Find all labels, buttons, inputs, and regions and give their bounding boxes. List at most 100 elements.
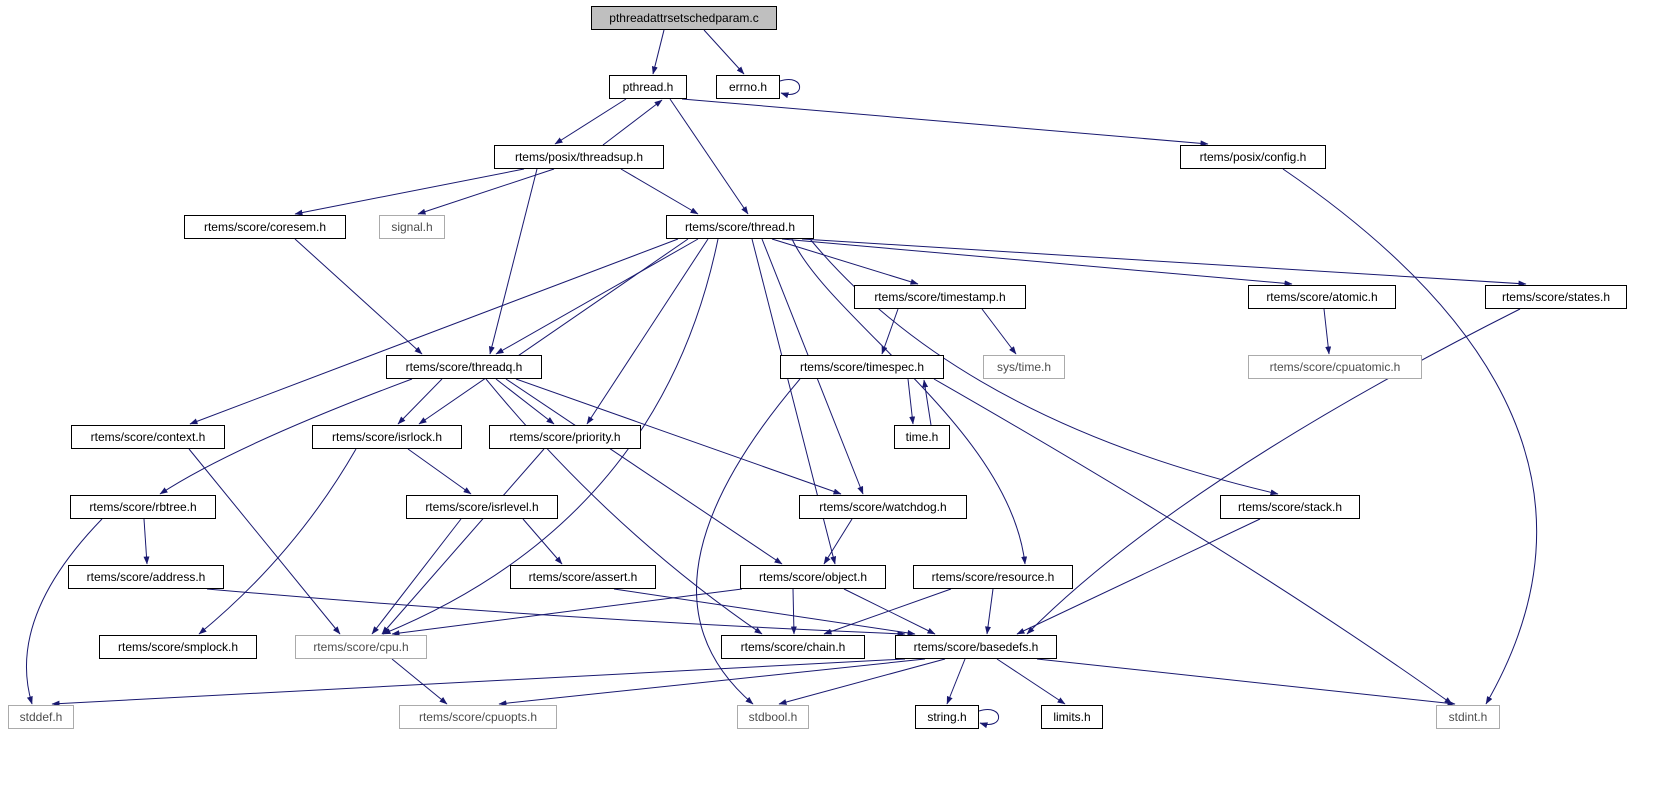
edge-threadq-priority (495, 378, 555, 425)
node-chain[interactable]: rtems/score/chain.h (721, 635, 865, 659)
node-label: limits.h (1053, 710, 1091, 724)
node-label: stddef.h (19, 710, 63, 724)
edge-context-cpu (188, 448, 341, 635)
node-isrlock[interactable]: rtems/score/isrlock.h (312, 425, 462, 449)
edge-address-basedefs (206, 588, 906, 637)
edge-object-chain (790, 588, 797, 635)
edge-basedefs-stdint (1036, 658, 1456, 707)
node-timespec[interactable]: rtems/score/timespec.h (780, 355, 944, 379)
node-label: sys/time.h (996, 360, 1051, 374)
edge-timespec-stdint (933, 378, 1453, 705)
node-label: rtems/score/stack.h (1237, 500, 1343, 514)
node-posixconfig[interactable]: rtems/posix/config.h (1180, 145, 1326, 169)
edge-threadq-object (505, 378, 783, 565)
edge-states-basedefs (1026, 308, 1521, 635)
node-label: rtems/score/context.h (90, 430, 206, 444)
node-label: rtems/score/threadq.h (405, 360, 523, 374)
edge-thread-isrlock (418, 238, 689, 425)
node-stdint: stdint.h (1436, 705, 1500, 729)
node-label: pthread.h (622, 80, 674, 94)
node-timestamp[interactable]: rtems/score/timestamp.h (854, 285, 1026, 309)
node-stdbool: stdbool.h (737, 705, 809, 729)
edge-assert-basedefs (613, 588, 916, 636)
edge-timestamp-timespec (881, 308, 899, 355)
edge-isrlock-smplock (198, 448, 357, 635)
edge-thread-priority (586, 238, 709, 425)
edge-threadq-rbtree (159, 378, 413, 495)
node-label: rtems/score/timespec.h (799, 360, 925, 374)
edge-rbtree-address (143, 518, 150, 565)
node-label: rtems/score/timestamp.h (874, 290, 1006, 304)
node-time[interactable]: time.h (894, 425, 950, 449)
node-threadq[interactable]: rtems/score/threadq.h (386, 355, 542, 379)
node-states[interactable]: rtems/score/states.h (1485, 285, 1627, 309)
edge-rbtree-stddef (25, 518, 103, 705)
node-label: rtems/score/smplock.h (117, 640, 239, 654)
node-label: rtems/score/chain.h (740, 640, 846, 654)
node-label: rtems/score/basedefs.h (913, 640, 1039, 654)
node-thread[interactable]: rtems/score/thread.h (666, 215, 814, 239)
node-label: rtems/score/thread.h (684, 220, 796, 234)
edge-timespec-stdbool (695, 378, 801, 705)
node-systime: sys/time.h (983, 355, 1065, 379)
edge-cpu-cpuopts (391, 658, 448, 705)
edge-atomic-cpuatomic (1323, 308, 1332, 355)
node-label: rtems/score/cpuatomic.h (1269, 360, 1401, 374)
node-assert[interactable]: rtems/score/assert.h (510, 565, 656, 589)
node-stddef: stddef.h (8, 705, 74, 729)
edge-isrlevel-assert (522, 518, 563, 565)
edge-errno-errno (779, 79, 801, 99)
edge-thread-context (189, 238, 679, 425)
node-atomic[interactable]: rtems/score/atomic.h (1248, 285, 1396, 309)
edge-isrlock-isrlevel (407, 448, 472, 495)
edge-resource-chain (823, 588, 952, 635)
node-label: rtems/score/rbtree.h (89, 500, 197, 514)
node-object[interactable]: rtems/score/object.h (740, 565, 886, 589)
node-label: pthreadattrsetschedparam.c (609, 11, 759, 25)
edge-object-basedefs (843, 588, 936, 635)
edge-thread-resource (791, 238, 1028, 565)
node-label: rtems/score/cpu.h (313, 640, 409, 654)
edge-stack-basedefs (1016, 518, 1261, 635)
node-signal: signal.h (379, 215, 445, 239)
node-label: rtems/score/watchdog.h (819, 500, 947, 514)
node-address[interactable]: rtems/score/address.h (68, 565, 224, 589)
node-coresem[interactable]: rtems/score/coresem.h (184, 215, 346, 239)
edge-basedefs-limits (996, 658, 1066, 705)
node-label: rtems/score/assert.h (528, 570, 638, 584)
node-stack[interactable]: rtems/score/stack.h (1220, 495, 1360, 519)
node-label: stdbool.h (748, 710, 798, 724)
node-basedefs[interactable]: rtems/score/basedefs.h (895, 635, 1057, 659)
edge-threadq-isrlock (397, 378, 443, 425)
node-rbtree[interactable]: rtems/score/rbtree.h (70, 495, 216, 519)
edge-threadsup-threadq (488, 168, 538, 355)
node-label: string.h (927, 710, 967, 724)
node-errno[interactable]: errno.h (716, 75, 780, 99)
edge-threadsup-signal (417, 168, 555, 215)
node-isrlevel[interactable]: rtems/score/isrlevel.h (406, 495, 558, 519)
node-label: rtems/score/coresem.h (203, 220, 327, 234)
node-smplock[interactable]: rtems/score/smplock.h (99, 635, 257, 659)
edge-watchdog-object (823, 518, 853, 565)
node-string[interactable]: string.h (915, 705, 979, 729)
node-resource[interactable]: rtems/score/resource.h (913, 565, 1073, 589)
edge-basedefs-stdbool (778, 658, 946, 705)
node-label: rtems/score/cpuopts.h (418, 710, 538, 724)
node-priority[interactable]: rtems/score/priority.h (489, 425, 641, 449)
node-label: rtems/score/address.h (86, 570, 206, 584)
node-label: rtems/score/priority.h (509, 430, 621, 444)
node-pthread[interactable]: pthread.h (609, 75, 687, 99)
edge-timestamp-systime (981, 308, 1017, 355)
node-context[interactable]: rtems/score/context.h (71, 425, 225, 449)
edge-time-timespec (922, 379, 932, 426)
edge-pthread-posixconfig (681, 98, 1209, 147)
node-watchdog[interactable]: rtems/score/watchdog.h (799, 495, 967, 519)
node-label: rtems/posix/config.h (1199, 150, 1307, 164)
edge-resource-basedefs (985, 588, 994, 635)
edge-threadsup-thread (620, 168, 699, 215)
node-threadsup[interactable]: rtems/posix/threadsup.h (494, 145, 664, 169)
node-cpu: rtems/score/cpu.h (295, 635, 427, 659)
node-limits[interactable]: limits.h (1041, 705, 1103, 729)
edge-thread-cpu (382, 238, 719, 635)
